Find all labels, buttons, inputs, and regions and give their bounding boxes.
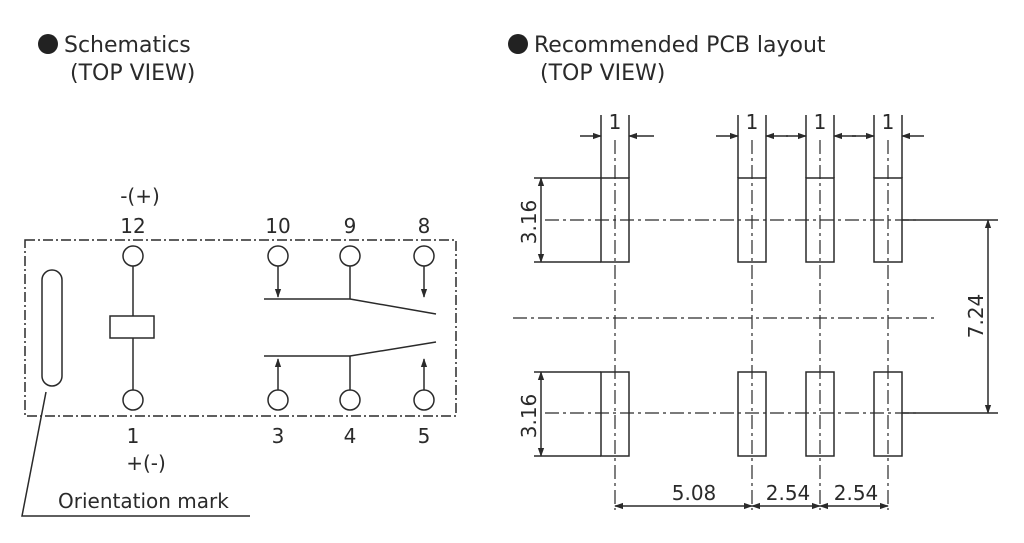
schematic-diagram [21, 239, 457, 517]
coil-top-polarity: -(+) [120, 184, 160, 208]
pin-label-9: 9 [344, 214, 357, 238]
pad [600, 177, 630, 263]
pitch-label-b: 2.54 [766, 481, 811, 505]
pin-8-circle [413, 245, 435, 267]
coil-bottom-polarity: +(-) [126, 451, 166, 475]
pitch-label-a: 5.08 [672, 481, 717, 505]
pin-1-circle [122, 389, 144, 411]
orientation-mark-label: Orientation mark [58, 489, 229, 513]
pcb-title: Recommended PCB layout [534, 33, 826, 58]
pin-label-5: 5 [418, 424, 431, 448]
pin-label-4: 4 [344, 424, 357, 448]
pad-length-dimensions [534, 177, 601, 457]
schematic-labels: -(+) 12 10 9 8 1 3 4 5 +(-) Orientation … [58, 184, 430, 513]
schematic-heading: Schematics (TOP VIEW) [38, 32, 195, 88]
contact-set-upper [264, 245, 437, 315]
pin-label-8: 8 [418, 214, 431, 238]
pad-width-label: 1 [609, 110, 622, 134]
bullet-icon [508, 34, 528, 54]
coil-symbol [109, 315, 155, 339]
pad-length-label-bottom: 3.16 [517, 394, 541, 439]
schematic-subtitle: (TOP VIEW) [70, 61, 196, 86]
bullet-icon [38, 34, 58, 54]
pad [873, 371, 903, 457]
pin-4-circle [339, 389, 361, 411]
pin-12-circle [122, 245, 144, 267]
pitch-label-c: 2.54 [834, 481, 879, 505]
pcb-diagram [513, 115, 998, 510]
pcb-center-lines [513, 140, 935, 510]
pin-10-circle [267, 245, 289, 267]
pad [737, 371, 767, 457]
pin-label-1: 1 [127, 424, 140, 448]
pad-width-dimensions [580, 115, 924, 178]
row-spacing-label: 7.24 [964, 294, 988, 339]
pad-width-label: 1 [882, 110, 895, 134]
pin-5-circle [413, 389, 435, 411]
pad [805, 177, 835, 263]
pad-width-label: 1 [746, 110, 759, 134]
pad [805, 371, 835, 457]
package-outline [24, 239, 457, 417]
orientation-leader-line [21, 391, 250, 517]
contact-set-lower [264, 341, 437, 411]
coil [109, 245, 155, 411]
pcb-heading: Recommended PCB layout (TOP VIEW) [508, 32, 826, 88]
pcb-dimension-labels: 1 1 1 1 3.16 3.16 7.24 5.08 2.54 2.54 [517, 110, 988, 505]
pcb-subtitle: (TOP VIEW) [540, 61, 666, 86]
row-spacing-dimension [902, 219, 998, 414]
pad [737, 177, 767, 263]
pin-label-10: 10 [265, 214, 290, 238]
pad [600, 371, 630, 457]
pad-width-label: 1 [814, 110, 827, 134]
pin-label-12: 12 [120, 214, 145, 238]
pin-9-circle [339, 245, 361, 267]
pin-3-circle [267, 389, 289, 411]
schematic-title: Schematics [64, 33, 191, 58]
pin-label-3: 3 [272, 424, 285, 448]
pad-length-label-top: 3.16 [517, 200, 541, 245]
orientation-mark-shape [41, 269, 63, 387]
